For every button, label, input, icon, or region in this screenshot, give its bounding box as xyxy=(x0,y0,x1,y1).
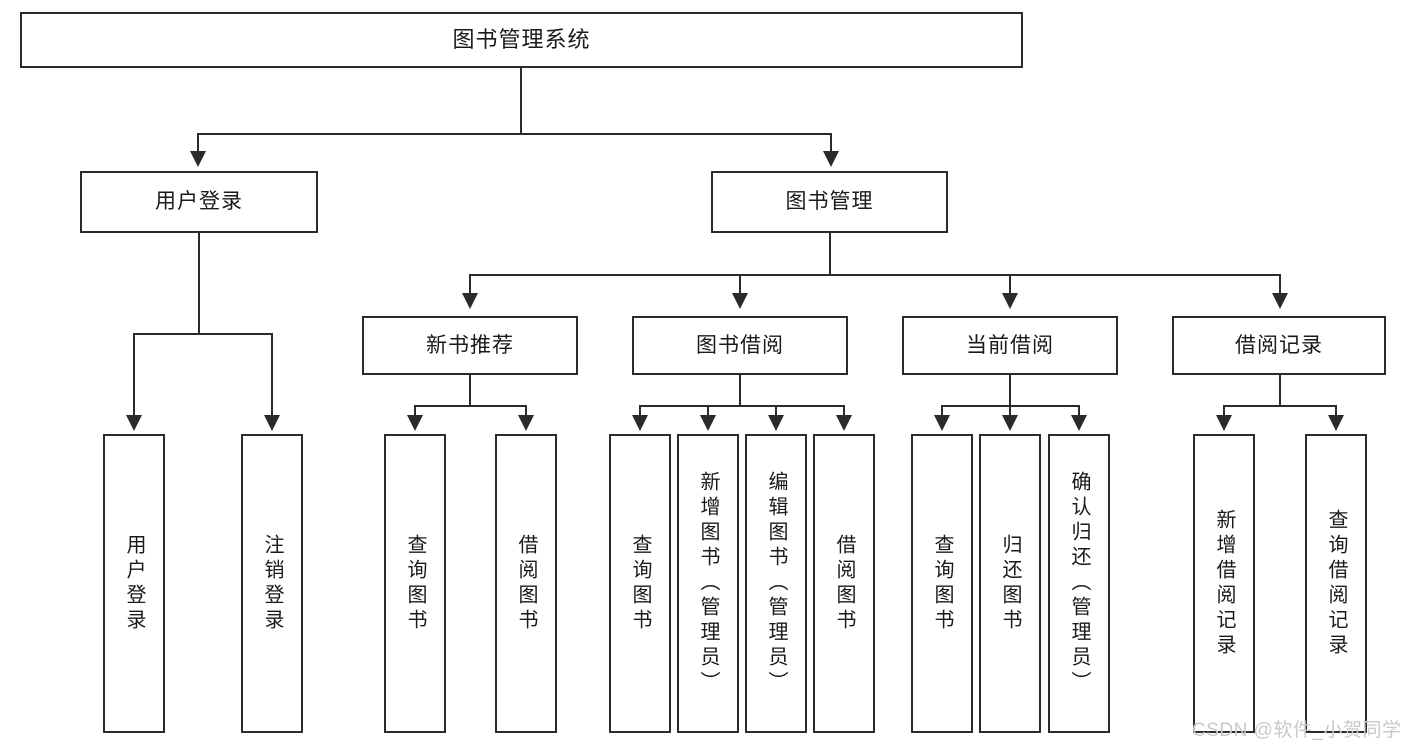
node-leaf-add-book[interactable]: 新增图书（管理员） xyxy=(677,434,739,733)
arrow-leaf-edit-book xyxy=(768,415,784,431)
node-book-borrow[interactable]: 图书借阅 xyxy=(632,316,848,375)
arrow-to-borrow-record xyxy=(1272,293,1288,309)
arrow-leaf-return-book xyxy=(1002,415,1018,431)
arrow-leaf-query-book-1 xyxy=(407,415,423,431)
node-leaf-query-book-1[interactable]: 查询图书 xyxy=(384,434,446,733)
arrow-to-current-borrow xyxy=(1002,293,1018,309)
connector-book-management-stem xyxy=(829,233,831,275)
connector-bb-2 xyxy=(707,405,709,417)
arrow-leaf-query-record xyxy=(1328,415,1344,431)
connector-to-user-login xyxy=(197,133,199,153)
connector-level2-bar xyxy=(197,133,832,135)
connector-to-book-borrow xyxy=(739,274,741,295)
leaf-label-confirm-return: 确认归还（管理员） xyxy=(1068,471,1090,696)
connector-user-login-bar xyxy=(133,333,273,335)
connector-new-book-recommend-stem xyxy=(469,375,471,406)
arrow-leaf-add-book xyxy=(700,415,716,431)
leaf-label-add-book: 新增图书（管理员） xyxy=(697,471,719,696)
connector-cb-2 xyxy=(1009,405,1011,417)
node-leaf-borrow-book-1[interactable]: 借阅图书 xyxy=(495,434,557,733)
arrow-leaf-user-login xyxy=(126,415,142,431)
connector-current-borrow-stem xyxy=(1009,375,1011,406)
connector-book-borrow-stem xyxy=(739,375,741,406)
leaf-label-logout-login: 注销登录 xyxy=(261,533,283,634)
leaf-label-borrow-book-2: 借阅图书 xyxy=(833,533,855,634)
arrow-leaf-query-book-3 xyxy=(934,415,950,431)
leaf-label-query-book-1: 查询图书 xyxy=(404,533,426,634)
connector-bb-3 xyxy=(775,405,777,417)
leaf-label-user-login: 用户登录 xyxy=(123,533,145,634)
leaf-label-query-book-2: 查询图书 xyxy=(629,533,651,634)
arrow-leaf-borrow-book-1 xyxy=(518,415,534,431)
connector-user-login-stem xyxy=(198,233,200,334)
node-leaf-add-record[interactable]: 新增借阅记录 xyxy=(1193,434,1255,733)
node-leaf-confirm-return[interactable]: 确认归还（管理员） xyxy=(1048,434,1110,733)
connector-cb-3 xyxy=(1078,405,1080,417)
arrow-to-book-management xyxy=(823,151,839,167)
node-leaf-query-book-2[interactable]: 查询图书 xyxy=(609,434,671,733)
connector-cb-1 xyxy=(941,405,943,417)
connector-to-new-book-recommend xyxy=(469,274,471,295)
connector-user-login-right xyxy=(271,333,273,417)
connector-bb-1 xyxy=(639,405,641,417)
node-leaf-query-book-3[interactable]: 查询图书 xyxy=(911,434,973,733)
connector-br-right xyxy=(1335,405,1337,417)
connector-br-left xyxy=(1223,405,1225,417)
node-leaf-logout-login[interactable]: 注销登录 xyxy=(241,434,303,733)
connector-borrow-record-bar xyxy=(1223,405,1337,407)
arrow-leaf-query-book-2 xyxy=(632,415,648,431)
connector-level3-bar xyxy=(469,274,1280,276)
node-current-borrow[interactable]: 当前借阅 xyxy=(902,316,1118,375)
connector-book-borrow-bar xyxy=(639,405,845,407)
node-leaf-query-record[interactable]: 查询借阅记录 xyxy=(1305,434,1367,733)
node-leaf-return-book[interactable]: 归还图书 xyxy=(979,434,1041,733)
leaf-label-query-record: 查询借阅记录 xyxy=(1325,508,1347,659)
arrow-to-book-borrow xyxy=(732,293,748,309)
node-root-system[interactable]: 图书管理系统 xyxy=(20,12,1023,68)
arrow-to-user-login xyxy=(190,151,206,167)
arrow-leaf-borrow-book-2 xyxy=(836,415,852,431)
connector-borrow-record-stem xyxy=(1279,375,1281,406)
leaf-label-borrow-book-1: 借阅图书 xyxy=(515,533,537,634)
connector-user-login-left xyxy=(133,333,135,417)
node-user-login[interactable]: 用户登录 xyxy=(80,171,318,233)
connector-new-book-recommend-bar xyxy=(414,405,527,407)
leaf-label-return-book: 归还图书 xyxy=(999,533,1021,634)
node-leaf-edit-book[interactable]: 编辑图书（管理员） xyxy=(745,434,807,733)
arrow-leaf-add-record xyxy=(1216,415,1232,431)
connector-to-current-borrow xyxy=(1009,274,1011,295)
connector-bb-4 xyxy=(843,405,845,417)
arrow-leaf-logout-login xyxy=(264,415,280,431)
connector-root-stem xyxy=(520,68,522,134)
arrow-to-new-book-recommend xyxy=(462,293,478,309)
node-new-book-recommend[interactable]: 新书推荐 xyxy=(362,316,578,375)
connector-to-borrow-record xyxy=(1279,274,1281,295)
connector-nbr-right xyxy=(525,405,527,417)
leaf-label-edit-book: 编辑图书（管理员） xyxy=(765,471,787,696)
node-leaf-borrow-book-2[interactable]: 借阅图书 xyxy=(813,434,875,733)
node-borrow-record[interactable]: 借阅记录 xyxy=(1172,316,1386,375)
connector-nbr-left xyxy=(414,405,416,417)
node-book-management[interactable]: 图书管理 xyxy=(711,171,948,233)
node-leaf-user-login[interactable]: 用户登录 xyxy=(103,434,165,733)
leaf-label-query-book-3: 查询图书 xyxy=(931,533,953,634)
leaf-label-add-record: 新增借阅记录 xyxy=(1213,508,1235,659)
arrow-leaf-confirm-return xyxy=(1071,415,1087,431)
connector-to-book-management xyxy=(830,133,832,153)
